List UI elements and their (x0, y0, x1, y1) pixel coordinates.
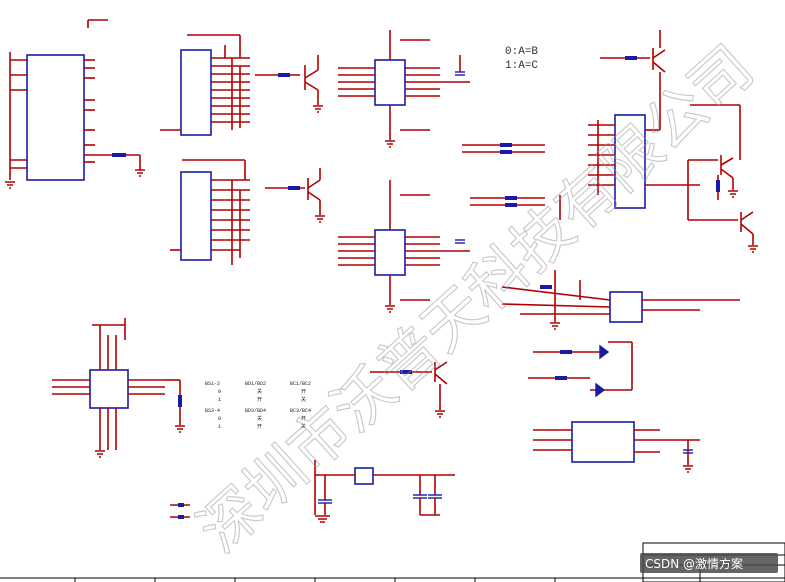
tt2-r1-c2: 关 (301, 423, 306, 430)
mux-note-line2: 1:A=C (505, 60, 538, 72)
tt1-r0-c1: 关 (257, 388, 262, 395)
connector-j1 (5, 52, 145, 189)
transistor-q5 (688, 211, 758, 253)
voltage-regulator (314, 460, 455, 523)
diode-network (528, 341, 633, 398)
tt2-r0-c0: 0 (218, 416, 221, 422)
tt2-r0-c2: 开 (301, 416, 306, 422)
ic-u9 (52, 318, 185, 458)
transistor-q4 (687, 104, 741, 220)
ic-u5 (338, 180, 470, 313)
tt2-header-2: BC3/BC4 (290, 408, 311, 414)
ic-u4 (338, 30, 470, 148)
tt1-r0-c0: 0 (218, 389, 221, 395)
tt1-header-0: BS1-2 (205, 381, 220, 387)
test-points (170, 503, 190, 519)
ic-u3 (170, 159, 250, 265)
transistor-q1 (255, 55, 323, 113)
tt1-r1-c1: 开 (257, 397, 262, 403)
transistor-q2 (265, 168, 325, 223)
tt1-r0-c2: 开 (301, 389, 306, 395)
ic-u2 (160, 34, 250, 136)
tt1-r1-c2: 关 (301, 396, 306, 403)
truth-table-1: BS1-2 BD1/BD2 BC1/BC2 0 关 开 1 开 关 (205, 381, 311, 403)
tt1-header-2: BC1/BC2 (290, 381, 311, 387)
transistor-q6 (370, 361, 448, 418)
truth-table-2: BS3-4 BD3/BD4 BC3/BC4 0 关 开 1 开 关 (205, 408, 311, 430)
ic-u7 (501, 270, 740, 330)
tt1-r1-c0: 1 (218, 397, 221, 403)
mux-select-note: 0:A=B 1:A=C (505, 46, 538, 72)
transistor-q3 (600, 30, 666, 115)
tt2-header-0: BS3-4 (205, 408, 220, 414)
tt2-r0-c1: 关 (257, 415, 262, 422)
credit-badge: CSDN @激情方案 (640, 553, 778, 573)
tt2-r1-c0: 1 (218, 424, 221, 430)
tt1-header-1: BD1/BD2 (245, 381, 266, 387)
ic-u6 (588, 114, 700, 209)
credit-text: CSDN @激情方案 (645, 556, 743, 571)
tt2-header-1: BD3/BD4 (245, 408, 266, 414)
ic-u8 (533, 421, 700, 473)
mux-note-line1: 0:A=B (505, 46, 538, 58)
tt2-r1-c1: 开 (257, 424, 262, 430)
signal-lines-middle (462, 143, 561, 220)
